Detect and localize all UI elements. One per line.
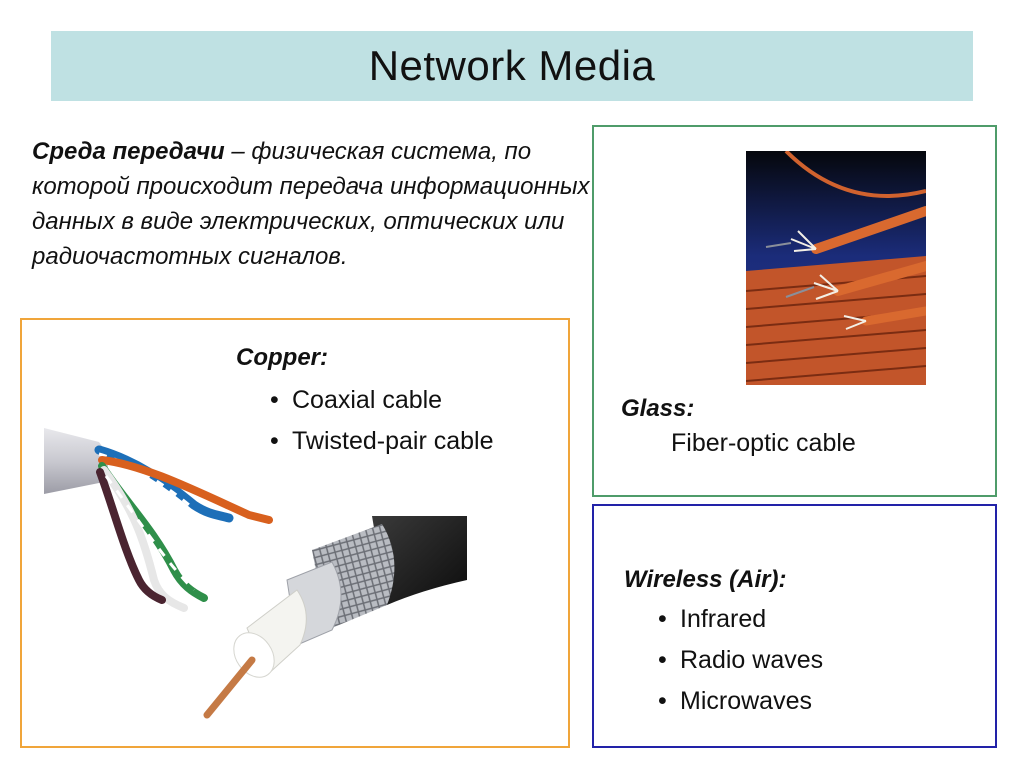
definition-body: – физическая система, по которой происхо…: [32, 138, 590, 270]
glass-heading: Glass:: [621, 395, 695, 422]
copper-heading: Copper:: [236, 344, 328, 371]
glass-item: Fiber-optic cable: [671, 429, 856, 457]
copper-box: Copper: Coaxial cable Twisted-pair cable: [20, 318, 570, 748]
fiber-optic-cable-image: [746, 151, 926, 385]
list-item: Twisted-pair cable: [270, 421, 493, 462]
twisted-pair-cable-image: [44, 428, 273, 612]
list-item: Coaxial cable: [270, 380, 493, 421]
glass-box: Glass: Fiber-optic cable: [592, 125, 997, 497]
copper-list: Coaxial cable Twisted-pair cable: [270, 380, 493, 462]
wireless-list: Infrared Radio waves Microwaves: [658, 599, 823, 722]
page-title: Network Media: [368, 42, 656, 89]
list-item: Infrared: [658, 599, 823, 640]
wireless-heading: Wireless (Air):: [624, 566, 787, 593]
definition-term: Среда передачи: [32, 138, 225, 165]
definition-text: Среда передачи – физическая система, по …: [32, 134, 602, 274]
title-bar: Network Media: [51, 31, 973, 101]
wireless-box: Wireless (Air): Infrared Radio waves Mic…: [592, 504, 997, 748]
list-item: Radio waves: [658, 640, 823, 681]
list-item: Microwaves: [658, 681, 823, 722]
coaxial-cable-image: [203, 516, 467, 719]
